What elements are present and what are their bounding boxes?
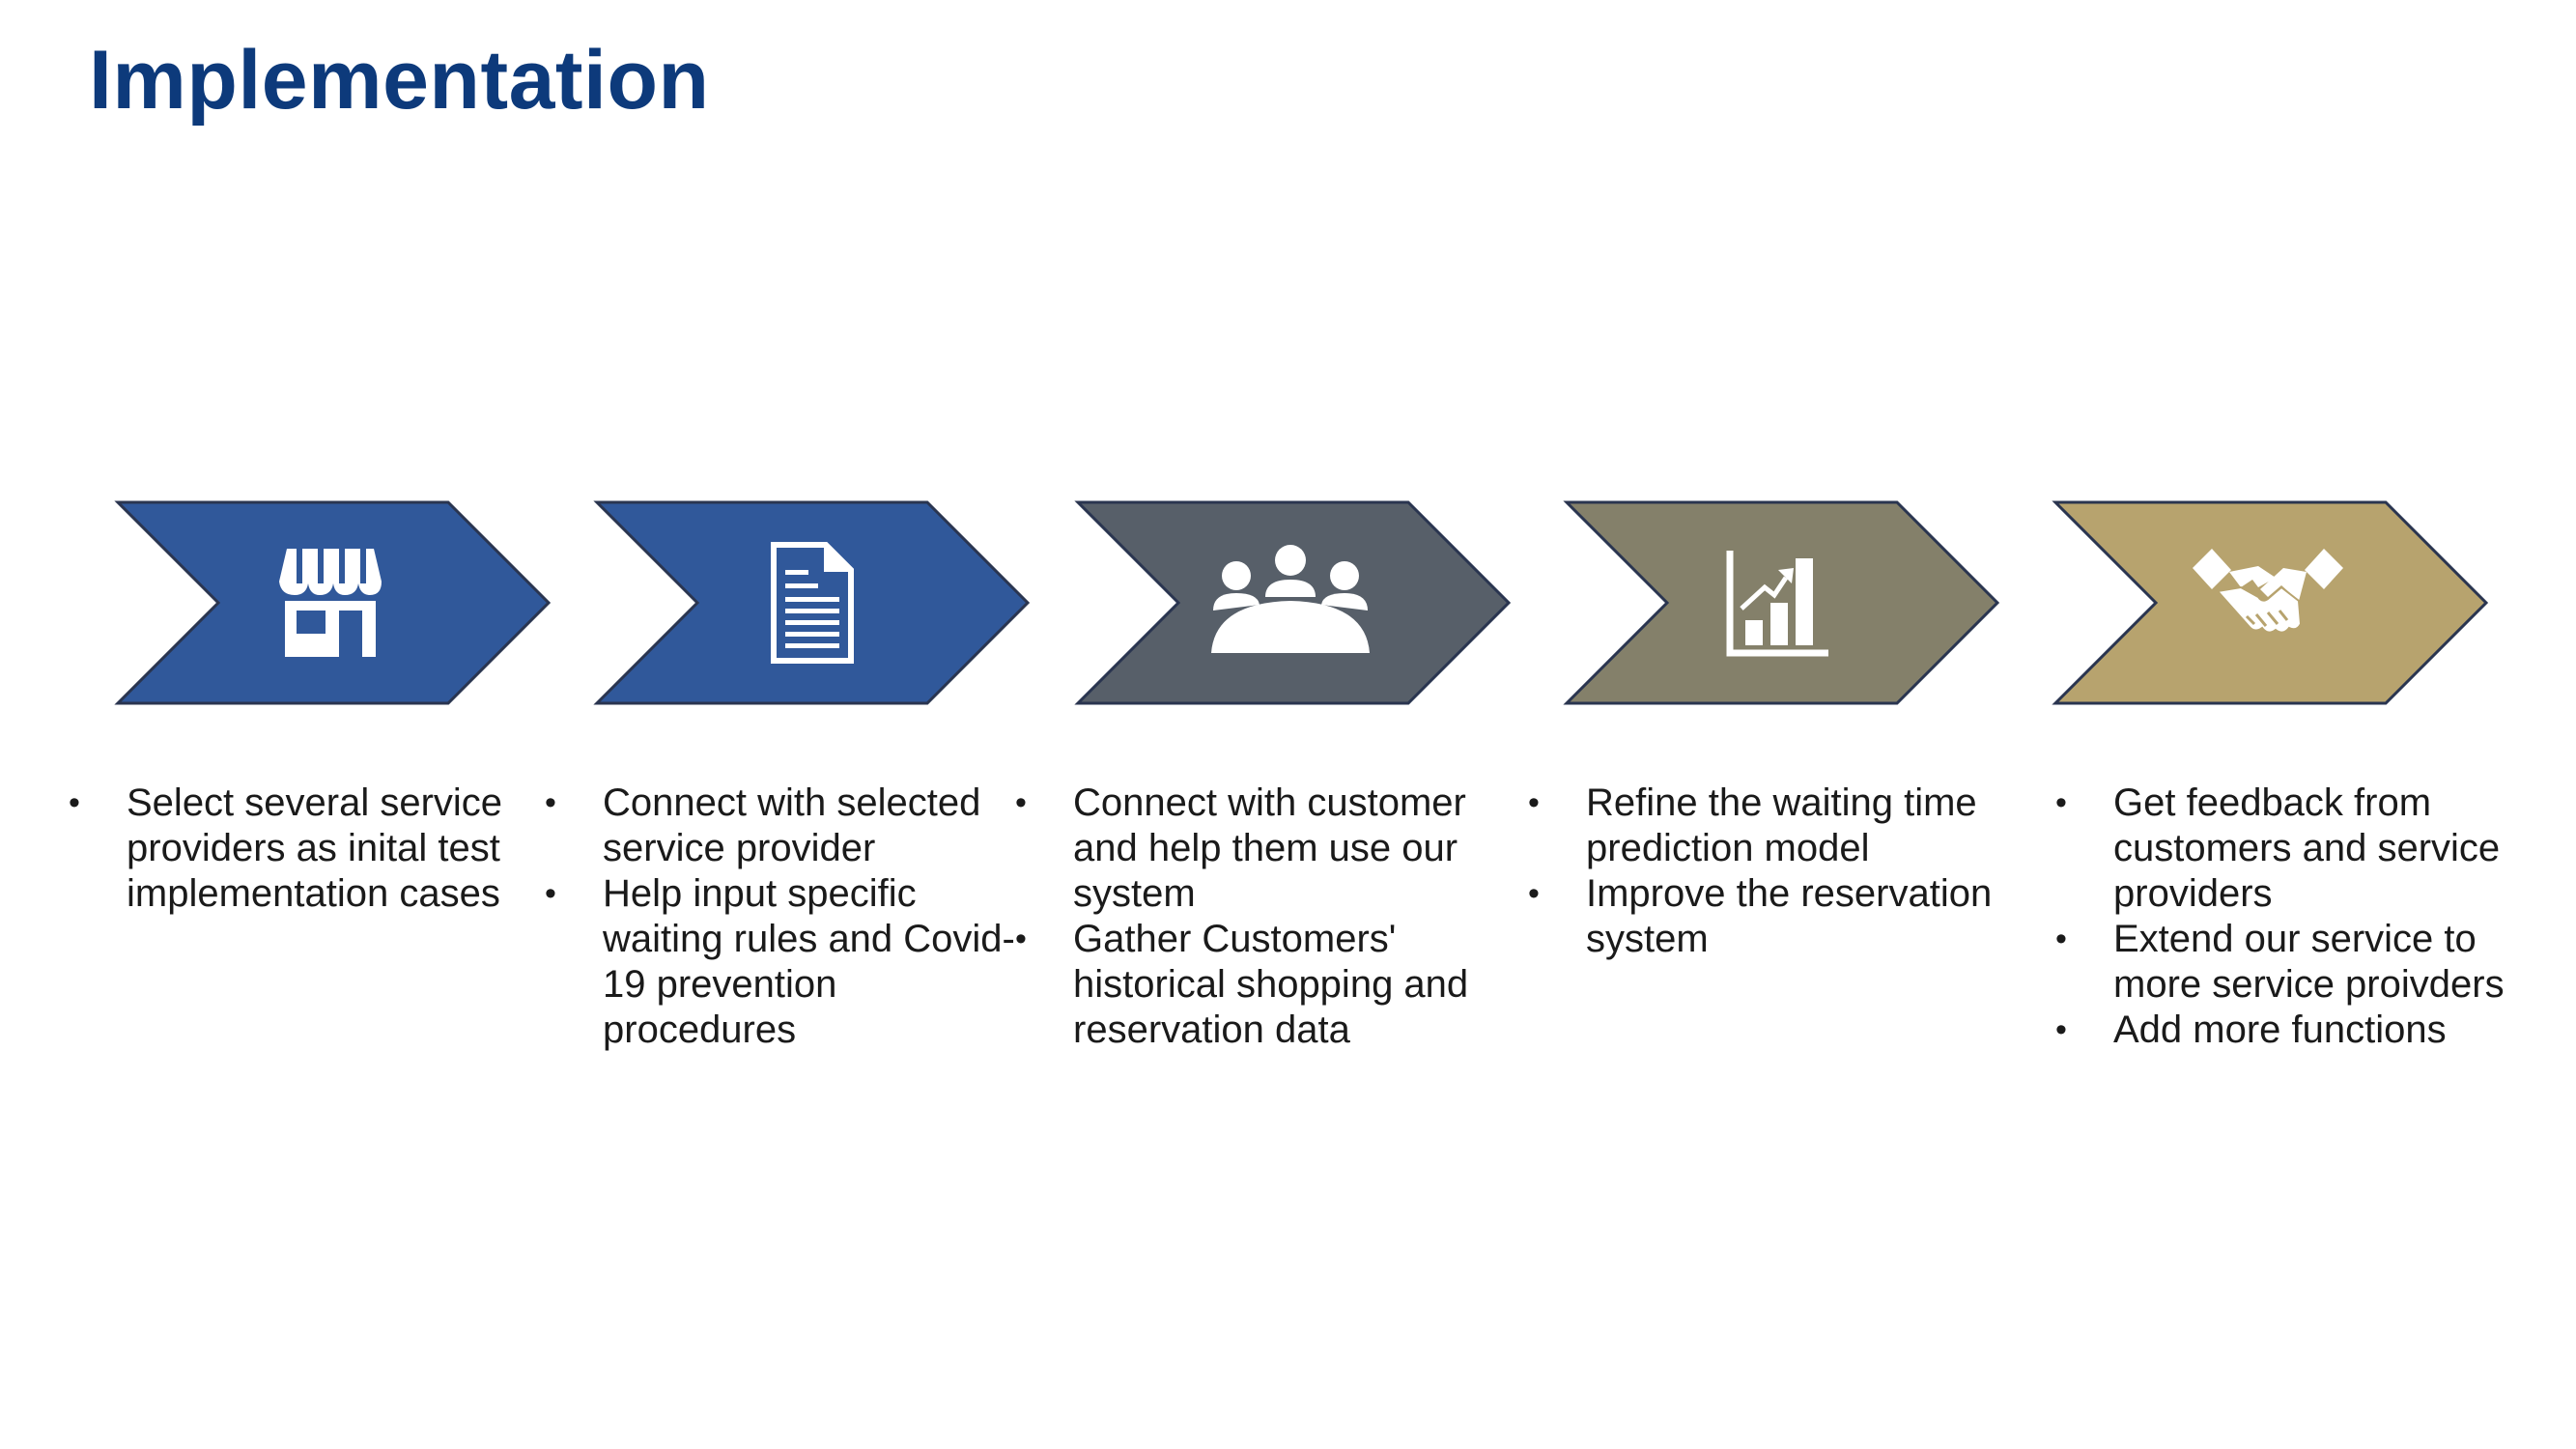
- step-3-chevron: [1074, 500, 1512, 705]
- bullet-marker: •: [2055, 784, 2067, 821]
- step-2-chevron: [593, 500, 1031, 705]
- bullet-marker: •: [545, 784, 556, 821]
- step-4-bullets: • Refine the waiting time prediction mode…: [1528, 781, 2030, 962]
- bullet-marker: •: [1015, 921, 1027, 957]
- bullet-text: Refine the waiting time prediction model: [1586, 781, 1977, 869]
- list-item: • Get feedback from customers and service…: [2055, 781, 2538, 917]
- list-item: • Improve the reservation system: [1528, 871, 2030, 962]
- bullet-marker: •: [2055, 921, 2067, 957]
- bullet-marker: •: [1015, 784, 1027, 821]
- bullet-marker: •: [1528, 875, 1540, 912]
- list-item: • Help input specific waiting rules and C…: [545, 871, 1016, 1053]
- list-item: • Gather Customers' historical shopping a…: [1015, 917, 1498, 1053]
- bullet-text: Improve the reservation system: [1586, 872, 1993, 960]
- step-3-bullets: • Connect with customer and help them use…: [1015, 781, 1498, 1053]
- bullet-marker: •: [69, 784, 80, 821]
- page-title: Implementation: [89, 34, 710, 127]
- bullet-text: Connect with customer and help them use …: [1073, 781, 1466, 915]
- bullet-text: Select several service providers as init…: [127, 781, 503, 915]
- handshake-icon: [2191, 541, 2345, 665]
- step-5-bullets: • Get feedback from customers and service…: [2055, 781, 2538, 1053]
- bullet-marker: •: [545, 875, 556, 912]
- chevron-shape: [593, 500, 1031, 705]
- bullet-text: Add more functions: [2113, 1009, 2447, 1051]
- list-item: • Connect with selected service provider: [545, 781, 1016, 871]
- step-1-chevron: [114, 500, 552, 705]
- bullet-text: Help input specific waiting rules and Co…: [603, 872, 1015, 1051]
- step-4-chevron: [1563, 500, 2000, 705]
- bullet-marker: •: [2055, 1011, 2067, 1048]
- bullet-text: Gather Customers' historical shopping an…: [1073, 918, 1469, 1051]
- storefront-icon: [268, 541, 393, 665]
- list-item: • Extend our service to more service proi…: [2055, 917, 2538, 1008]
- document-icon: [747, 541, 872, 665]
- step-5-chevron: [2052, 500, 2489, 705]
- bullet-text: Extend our service to more service proiv…: [2113, 918, 2505, 1006]
- step-1-bullets: • Select several service providers as ini…: [69, 781, 552, 917]
- list-item: • Select several service providers as ini…: [69, 781, 552, 917]
- step-2-bullets: •Connect with selected service provider …: [545, 781, 1016, 1053]
- bullet-text: Get feedback from customers and service …: [2113, 781, 2501, 915]
- bullet-text: Connect with selected service provider: [603, 781, 981, 869]
- growth-chart-icon: [1716, 541, 1842, 665]
- bullet-marker: •: [1528, 784, 1540, 821]
- list-item: • Refine the waiting time prediction mode…: [1528, 781, 2030, 871]
- meeting-group-icon: [1207, 541, 1373, 665]
- list-item: • Add more functions: [2055, 1008, 2538, 1053]
- list-item: • Connect with customer and help them use…: [1015, 781, 1498, 917]
